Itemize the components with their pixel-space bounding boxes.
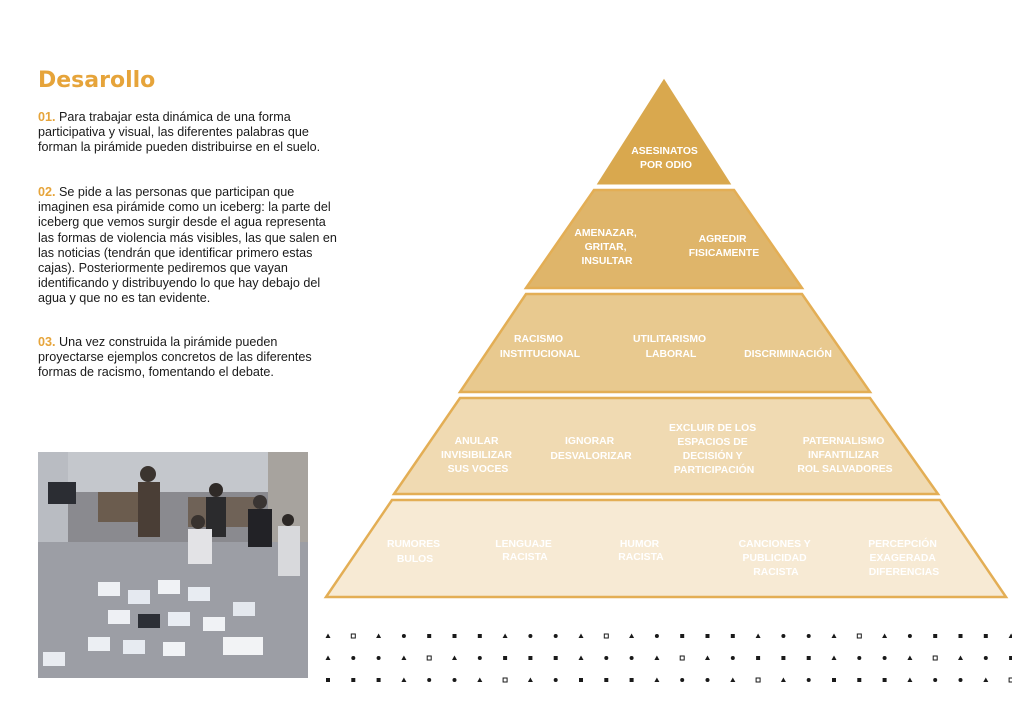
pattern-mark (857, 634, 861, 638)
pattern-mark (731, 656, 735, 660)
pattern-mark (907, 656, 912, 661)
pattern-mark (351, 634, 355, 638)
pattern-mark (401, 678, 406, 683)
pattern-mark (781, 656, 785, 660)
pattern-mark (1009, 678, 1012, 682)
pattern-mark (528, 678, 533, 683)
pattern-mark (654, 678, 659, 683)
pattern-mark (326, 656, 331, 661)
pattern-mark (781, 634, 785, 638)
pattern-mark (959, 678, 963, 682)
pattern-mark (503, 656, 507, 660)
pattern-mark (680, 656, 684, 660)
pattern-mark (326, 634, 331, 639)
pattern-mark (680, 634, 684, 638)
pattern-mark (503, 678, 507, 682)
pattern-mark (452, 656, 457, 661)
pattern-mark (478, 634, 482, 638)
pattern-mark (832, 678, 836, 682)
pattern-mark (377, 656, 381, 660)
pyramid-label: PERCEPCIÓN EXAGERADA DIFERENCIAS (868, 537, 940, 578)
pattern-mark (554, 656, 558, 660)
pattern-mark (933, 634, 937, 638)
pattern-mark (907, 678, 912, 683)
pattern-mark (933, 678, 937, 682)
pyramid-level-2 (526, 190, 802, 288)
pattern-mark (554, 678, 558, 682)
pattern-mark (857, 678, 861, 682)
pattern-mark (629, 634, 634, 639)
pattern-mark (453, 678, 457, 682)
pattern-mark (477, 678, 482, 683)
pattern-mark (376, 634, 381, 639)
pattern-mark (351, 656, 355, 660)
pattern-mark (983, 678, 988, 683)
pattern-mark (781, 678, 786, 683)
pattern-mark (604, 656, 608, 660)
pattern-mark (654, 656, 659, 661)
pattern-mark (604, 678, 608, 682)
pattern-mark (984, 656, 988, 660)
pattern-mark (427, 678, 431, 682)
pattern-mark (630, 678, 634, 682)
pattern-mark (832, 656, 837, 661)
pattern-mark (756, 678, 760, 682)
pattern-mark (604, 634, 608, 638)
pattern-mark (984, 634, 988, 638)
pattern-mark (427, 634, 431, 638)
pattern-mark (453, 634, 457, 638)
pattern-mark (528, 656, 532, 660)
pattern-mark (857, 656, 861, 660)
pattern-mark (377, 678, 381, 682)
pattern-mark (807, 656, 811, 660)
pattern-mark (401, 656, 406, 661)
pattern-mark (807, 634, 811, 638)
pattern-mark (882, 634, 887, 639)
pattern-mark (959, 634, 963, 638)
pattern-mark (807, 678, 811, 682)
pattern-mark (326, 678, 330, 682)
pattern-mark (528, 634, 532, 638)
pattern-mark (655, 634, 659, 638)
pattern-mark (1009, 656, 1012, 660)
pattern-mark (579, 634, 584, 639)
pattern-mark (706, 634, 710, 638)
pattern-mark (680, 678, 684, 682)
pattern-mark (503, 634, 508, 639)
pyramid-label: PATERNALISMO INFANTILIZAR ROL SALVADORES (797, 436, 892, 475)
pattern-mark (883, 678, 887, 682)
pattern-mark (1009, 634, 1012, 639)
pattern-mark (908, 634, 912, 638)
pattern-mark (630, 656, 634, 660)
pattern-mark (958, 656, 963, 661)
pattern-mark (579, 678, 583, 682)
pattern-mark (933, 656, 937, 660)
pattern-mark (731, 634, 735, 638)
pattern-mark (351, 678, 355, 682)
pattern-mark (427, 656, 431, 660)
pattern-mark (579, 656, 584, 661)
pattern-mark (478, 656, 482, 660)
pattern-mark (756, 634, 761, 639)
pattern-mark (832, 634, 837, 639)
pyramid-label: DISCRIMINACIÓN (744, 347, 832, 360)
pattern-mark (730, 678, 735, 683)
pattern-mark (705, 656, 710, 661)
pattern-mark (706, 678, 710, 682)
pattern-mark (883, 656, 887, 660)
pattern-mark (402, 634, 406, 638)
pattern-mark (554, 634, 558, 638)
pattern-mark (756, 656, 760, 660)
decorative-dot-pattern (322, 628, 1012, 688)
